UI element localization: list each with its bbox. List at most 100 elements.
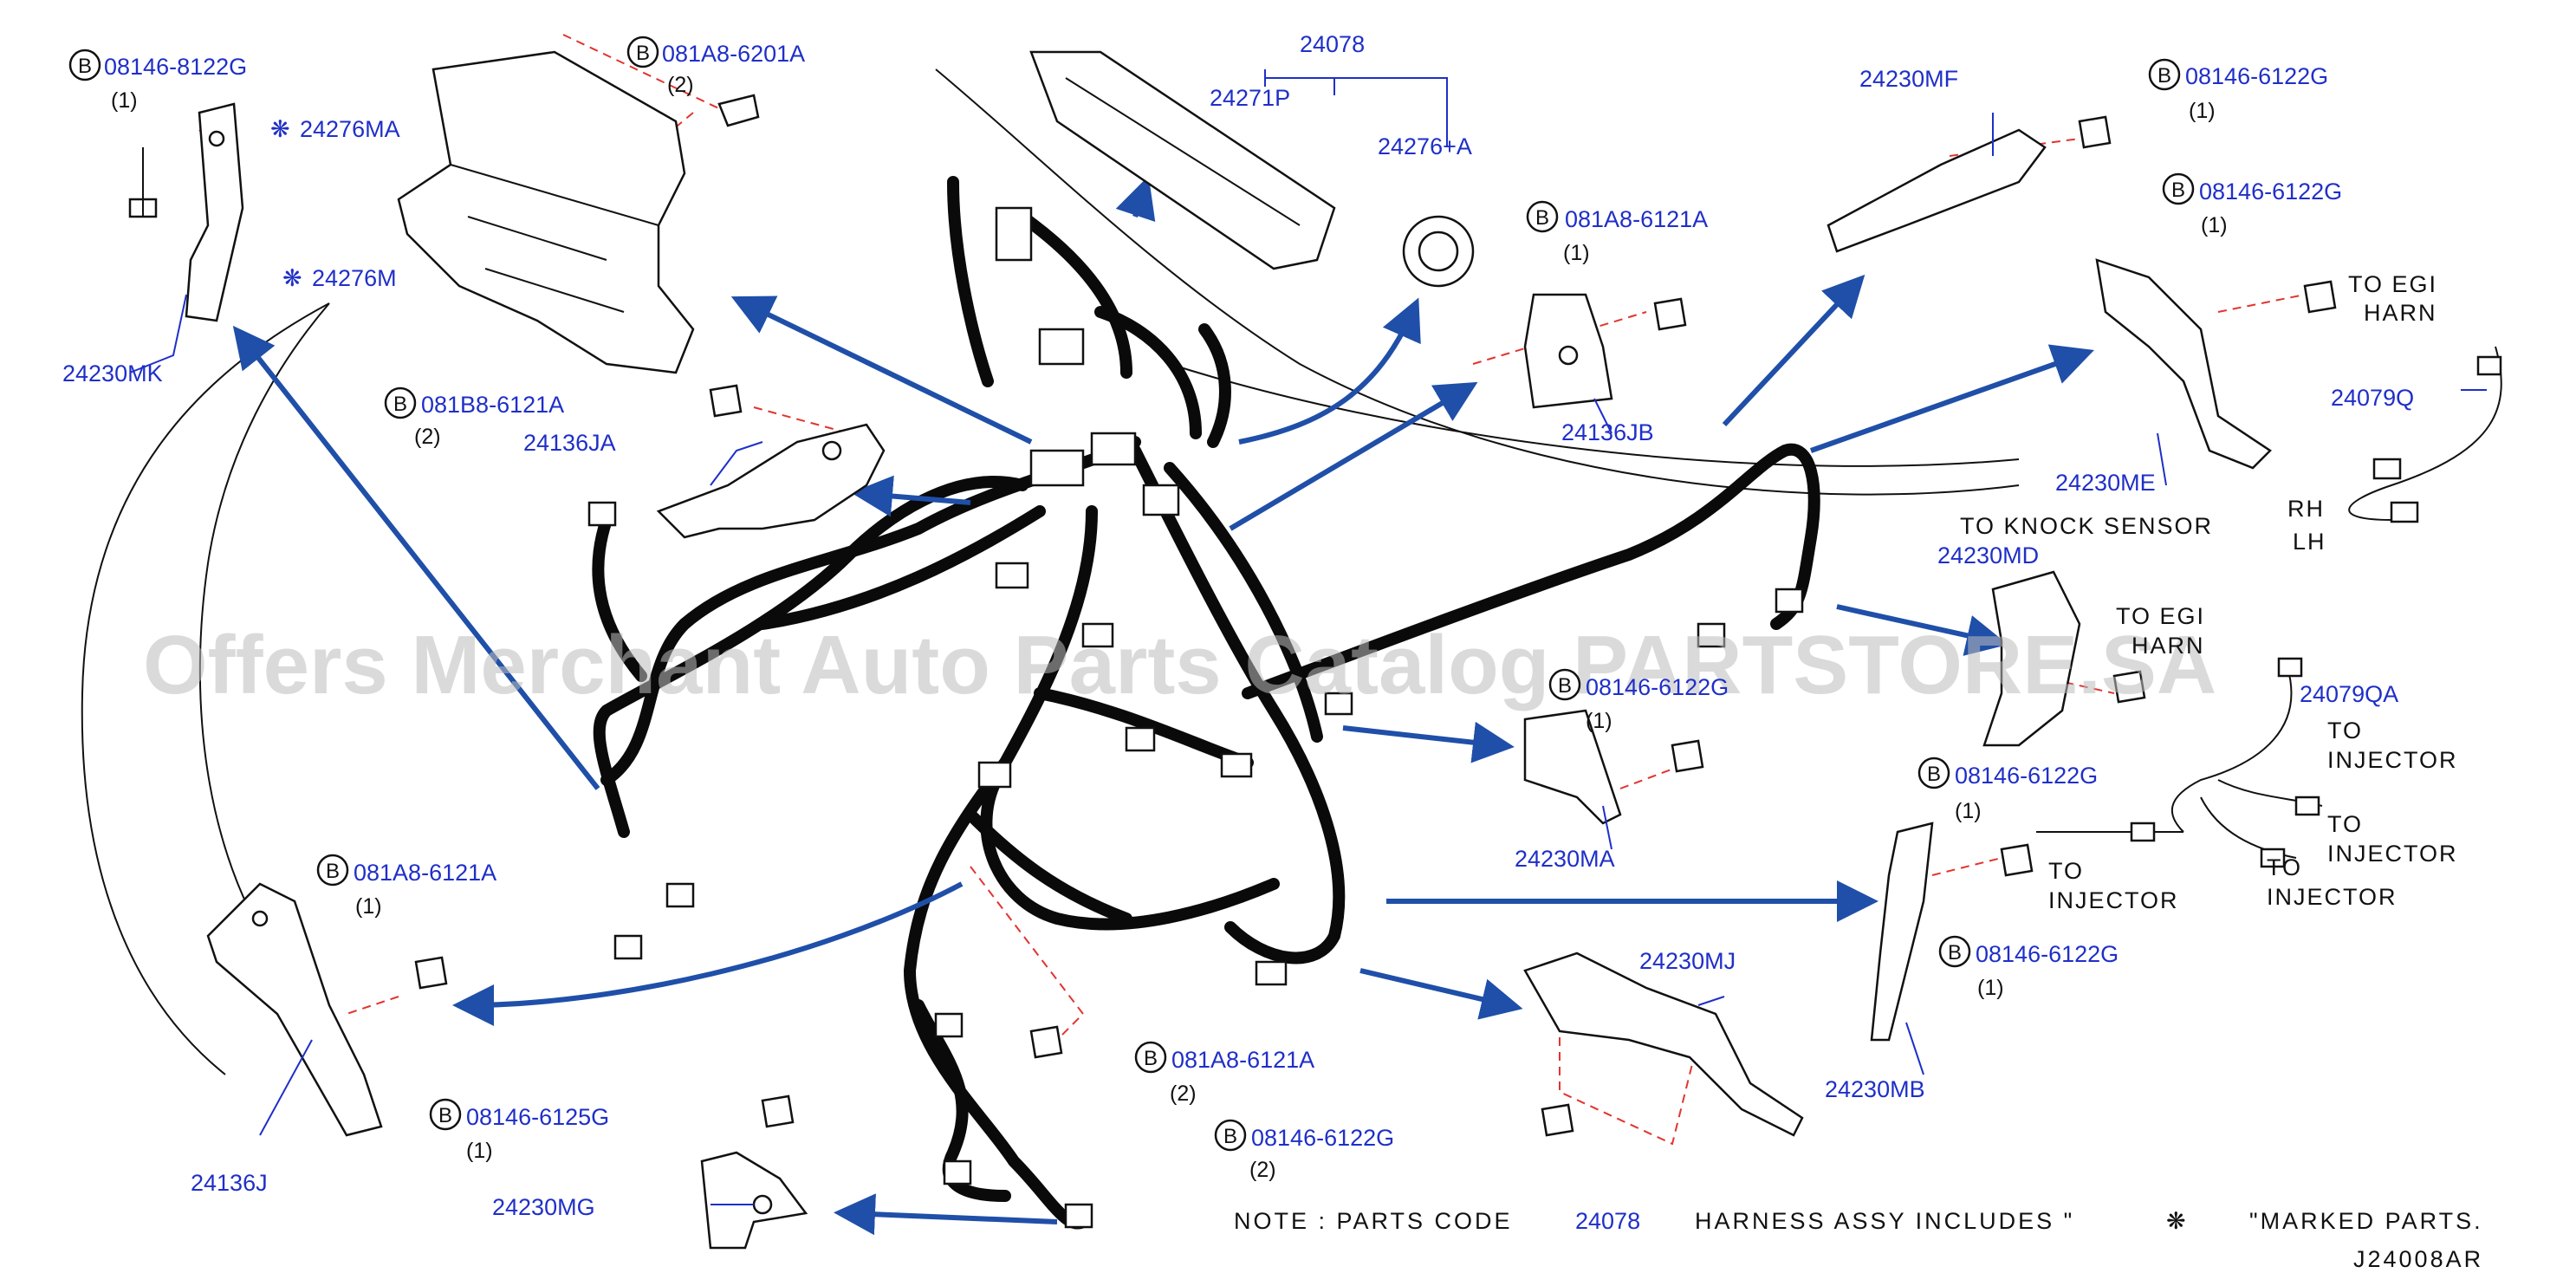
- svg-text:(1): (1): [1977, 976, 2004, 1000]
- svg-text:HARN: HARN: [2364, 300, 2437, 326]
- svg-text:B: B: [326, 860, 340, 883]
- svg-text:TO: TO: [2327, 811, 2363, 837]
- callout-24136J: 24136J: [191, 1170, 268, 1196]
- engine-outline: [81, 68, 2020, 1075]
- callout-bolt-08146-8122G: B 08146-8122G (1): [68, 49, 247, 113]
- label-lh: LH: [2293, 529, 2326, 555]
- svg-text:B: B: [393, 393, 407, 416]
- leader-lines: [129, 69, 2487, 1205]
- note-suffix: "MARKED PARTS.: [2249, 1208, 2483, 1234]
- label-rh: RH: [2287, 496, 2325, 522]
- svg-text:B: B: [438, 1104, 452, 1127]
- label-to-injector-3: TO INJECTOR: [2048, 858, 2177, 913]
- svg-text:08146-6122G: 08146-6122G: [1251, 1125, 1394, 1151]
- callout-24271P: 24271P: [1210, 85, 1290, 111]
- callout-bolt-08146-6122G-a: B 08146-6122G (1): [2148, 58, 2328, 123]
- callout-bolt-08146-6122G-c: B 08146-6122G (1): [1548, 668, 1729, 733]
- svg-text:B: B: [1535, 206, 1549, 230]
- svg-text:081A8-6121A: 081A8-6121A: [1171, 1047, 1314, 1073]
- callout-bolt-08146-6122G-b: B 08146-6122G (1): [2162, 172, 2342, 237]
- svg-text:08146-6125G: 08146-6125G: [466, 1104, 609, 1130]
- svg-text:B: B: [636, 42, 650, 65]
- callout-24230MA: 24230MA: [1515, 846, 1615, 872]
- callouts: B 08146-8122G (1) B 081A8-6201A (2) ❋ 24…: [62, 31, 2458, 1220]
- callout-24079Q: 24079Q: [2331, 385, 2414, 411]
- svg-text:08146-6122G: 08146-6122G: [2185, 63, 2328, 89]
- svg-text:B: B: [2157, 64, 2171, 88]
- svg-text:TO: TO: [2048, 858, 2084, 884]
- svg-text:081A8-6201A: 081A8-6201A: [662, 41, 805, 67]
- callout-24230MF: 24230MF: [1859, 66, 1958, 92]
- callout-24230ME: 24230ME: [2055, 470, 2156, 496]
- watermark: Offers Merchant Auto Parts Catalog PARTS…: [143, 619, 2216, 711]
- note-prefix: NOTE : PARTS CODE: [1234, 1208, 1513, 1234]
- svg-text:24276M: 24276M: [312, 265, 397, 291]
- callout-bolt-081A8-6121A-left: B 081A8-6121A (1): [316, 854, 496, 919]
- svg-text:081B8-6121A: 081B8-6121A: [421, 392, 564, 418]
- label-to-egi-harn-mid: TO EGI HARN: [2116, 603, 2205, 659]
- svg-text:❋: ❋: [282, 265, 302, 291]
- callout-24079QA: 24079QA: [2300, 681, 2398, 707]
- svg-text:08146-6122G: 08146-6122G: [2199, 179, 2342, 205]
- svg-text:(1): (1): [1955, 799, 1982, 823]
- svg-text:TO: TO: [2327, 718, 2363, 744]
- svg-text:081A8-6121A: 081A8-6121A: [354, 860, 496, 886]
- callout-24230MK: 24230MK: [62, 360, 163, 386]
- callout-bolt-08146-6122G-e: B 08146-6122G (1): [1938, 935, 2119, 1000]
- svg-text:B: B: [2171, 179, 2185, 202]
- svg-text:INJECTOR: INJECTOR: [2327, 841, 2458, 867]
- svg-text:INJECTOR: INJECTOR: [2267, 884, 2398, 910]
- svg-text:081A8-6121A: 081A8-6121A: [1565, 206, 1708, 232]
- callout-24230MD: 24230MD: [1937, 542, 2039, 568]
- note-code: 24078: [1575, 1208, 1640, 1234]
- svg-text:08146-6122G: 08146-6122G: [1976, 941, 2119, 967]
- callout-bolt-08146-6122G-d: B 08146-6122G (1): [1917, 757, 2098, 823]
- note-middle: HARNESS ASSY INCLUDES ": [1695, 1208, 2074, 1234]
- svg-text:B: B: [1558, 674, 1572, 698]
- callout-24078: 24078: [1300, 31, 1365, 57]
- svg-text:TO: TO: [2267, 854, 2302, 880]
- svg-text:(2): (2): [667, 73, 694, 97]
- callout-bolt-081A8-6121A-bottom: B 081A8-6121A (2): [1134, 1041, 1314, 1106]
- svg-text:08146-8122G: 08146-8122G: [104, 54, 247, 80]
- svg-text:(1): (1): [2189, 99, 2216, 123]
- callout-24276-plus-A: 24276+A: [1378, 133, 1472, 159]
- callout-24136JB: 24136JB: [1561, 419, 1654, 445]
- callout-24230MJ: 24230MJ: [1639, 948, 1736, 974]
- callout-bolt-081B8-6121A: B 081B8-6121A (2): [384, 386, 564, 449]
- callout-bolt-08146-6125G: B 08146-6125G (1): [429, 1098, 609, 1163]
- svg-text:(1): (1): [1563, 241, 1590, 265]
- svg-text:B: B: [1223, 1125, 1237, 1148]
- callout-24136JA: 24136JA: [523, 430, 616, 456]
- callout-bolt-08146-6122G-f: B 08146-6122G (2): [1214, 1119, 1394, 1182]
- label-to-knock-sensor: TO KNOCK SENSOR: [1960, 513, 2213, 539]
- svg-text:B: B: [78, 55, 92, 78]
- parts-note: NOTE : PARTS CODE 24078 HARNESS ASSY INC…: [1234, 1208, 2483, 1234]
- svg-text:(2): (2): [1249, 1158, 1276, 1182]
- svg-text:(1): (1): [355, 894, 382, 919]
- callout-bolt-081A8-6121A-top: B 081A8-6121A (1): [1526, 200, 1708, 265]
- parts: [128, 50, 2502, 1250]
- svg-text:(1): (1): [2201, 213, 2228, 237]
- callout-24230MG: 24230MG: [492, 1194, 595, 1220]
- svg-text:TO EGI: TO EGI: [2348, 271, 2437, 297]
- svg-text:B: B: [1948, 941, 1962, 964]
- label-to-egi-harn-top: TO EGI HARN: [2348, 271, 2437, 326]
- svg-text:HARN: HARN: [2132, 633, 2205, 659]
- label-to-injector-1: TO INJECTOR: [2327, 718, 2458, 773]
- callout-24276MA: ❋ 24276MA: [270, 116, 400, 142]
- label-to-injector-2: TO INJECTOR: [2327, 811, 2458, 867]
- svg-text:INJECTOR: INJECTOR: [2327, 747, 2458, 773]
- callout-24230MB: 24230MB: [1825, 1076, 1925, 1102]
- svg-text:08146-6122G: 08146-6122G: [1955, 763, 2098, 789]
- svg-text:TO EGI: TO EGI: [2116, 603, 2205, 629]
- label-to-injector-4: TO INJECTOR: [2267, 854, 2398, 910]
- svg-text:(2): (2): [1170, 1081, 1197, 1106]
- svg-text:(1): (1): [111, 88, 138, 113]
- svg-text:24276MA: 24276MA: [300, 116, 400, 142]
- svg-text:(2): (2): [414, 425, 441, 449]
- figure-id: J24008AR: [2353, 1246, 2483, 1272]
- harness-connectors: [587, 206, 1804, 1229]
- svg-text:(1): (1): [466, 1139, 493, 1163]
